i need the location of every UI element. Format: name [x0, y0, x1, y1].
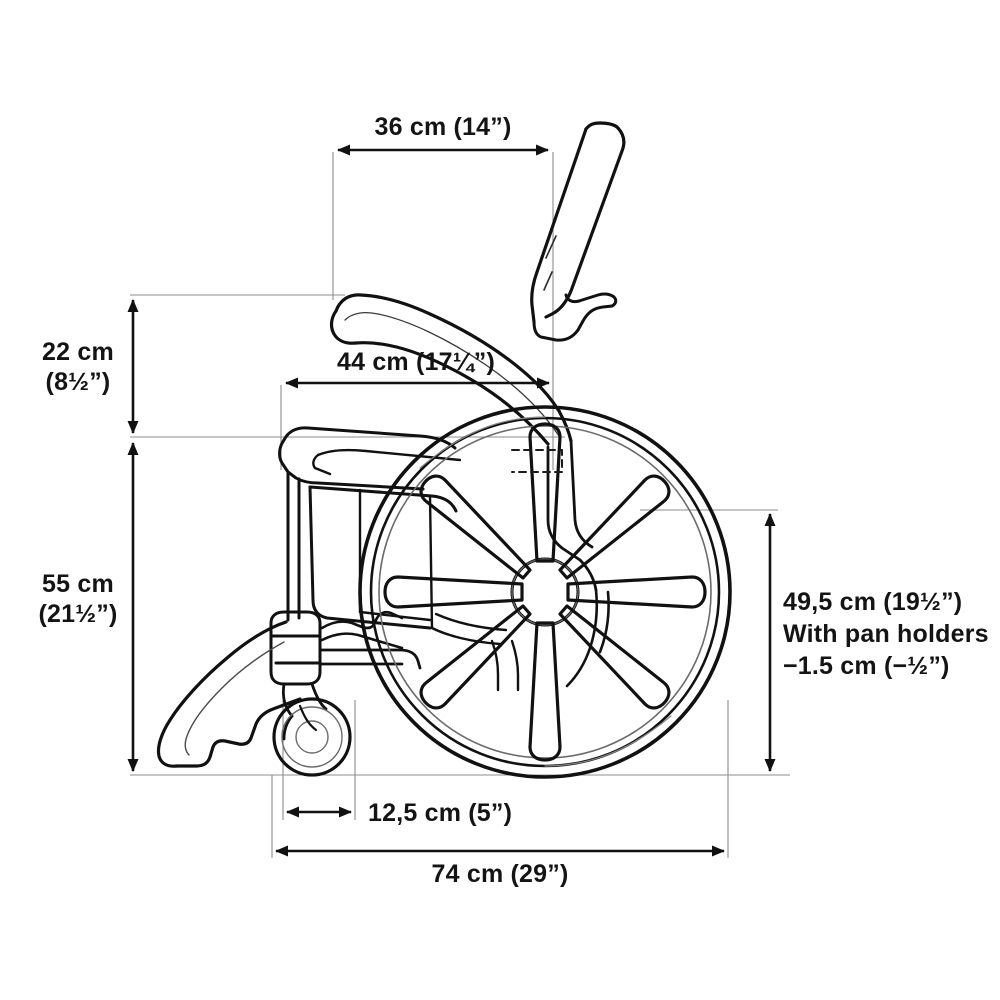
seat-rail-front	[430, 612, 508, 646]
rear-frame-upright	[546, 439, 598, 592]
wheel-spokes	[383, 422, 707, 762]
front-caster-wheel	[272, 697, 352, 777]
backrest-upright	[532, 292, 618, 342]
lower-frame-bar	[318, 648, 422, 670]
dim-label-12-5cm: 12,5 cm (5”)	[368, 799, 513, 827]
dim-label-55cm-line1: 55 cm	[42, 570, 114, 598]
footrest-inner-line	[184, 641, 285, 756]
dim-label-49-5cm-line1: 49,5 cm (19½”)	[783, 588, 963, 616]
hidden-detail-dashed	[511, 449, 563, 473]
wheelchair-illustration	[156, 121, 732, 779]
footrest	[156, 620, 302, 768]
dimension-arrows	[127, 144, 776, 857]
extension-lines	[130, 152, 790, 858]
dim-label-49-5cm-line3: −1.5 cm (−½”)	[783, 652, 950, 680]
backrest-detail	[543, 235, 557, 291]
rear-wheel	[358, 405, 732, 779]
dim-label-49-5cm-line2: With pan holders	[783, 620, 989, 648]
dim-label-74cm: 74 cm (29”)	[431, 860, 569, 888]
dim-label-55cm-line2: (21½”)	[38, 600, 118, 628]
dim-label-44cm: 44 cm (17¼”)	[336, 348, 496, 376]
dim-label-22cm-line1: 22 cm	[42, 338, 114, 366]
push-handle	[530, 121, 626, 324]
armrest-inner-line	[344, 312, 560, 437]
seat-frame	[278, 426, 458, 630]
brake-lever	[320, 610, 404, 650]
caster-mount	[269, 610, 322, 686]
seat-pan	[312, 448, 462, 476]
caster-fork	[282, 682, 328, 741]
dim-label-36cm: 36 cm (14”)	[374, 113, 512, 141]
rear-frame-lower	[565, 588, 610, 688]
dim-label-22cm-line2: (8½”)	[45, 368, 111, 396]
pan-holder-tab	[490, 639, 520, 692]
